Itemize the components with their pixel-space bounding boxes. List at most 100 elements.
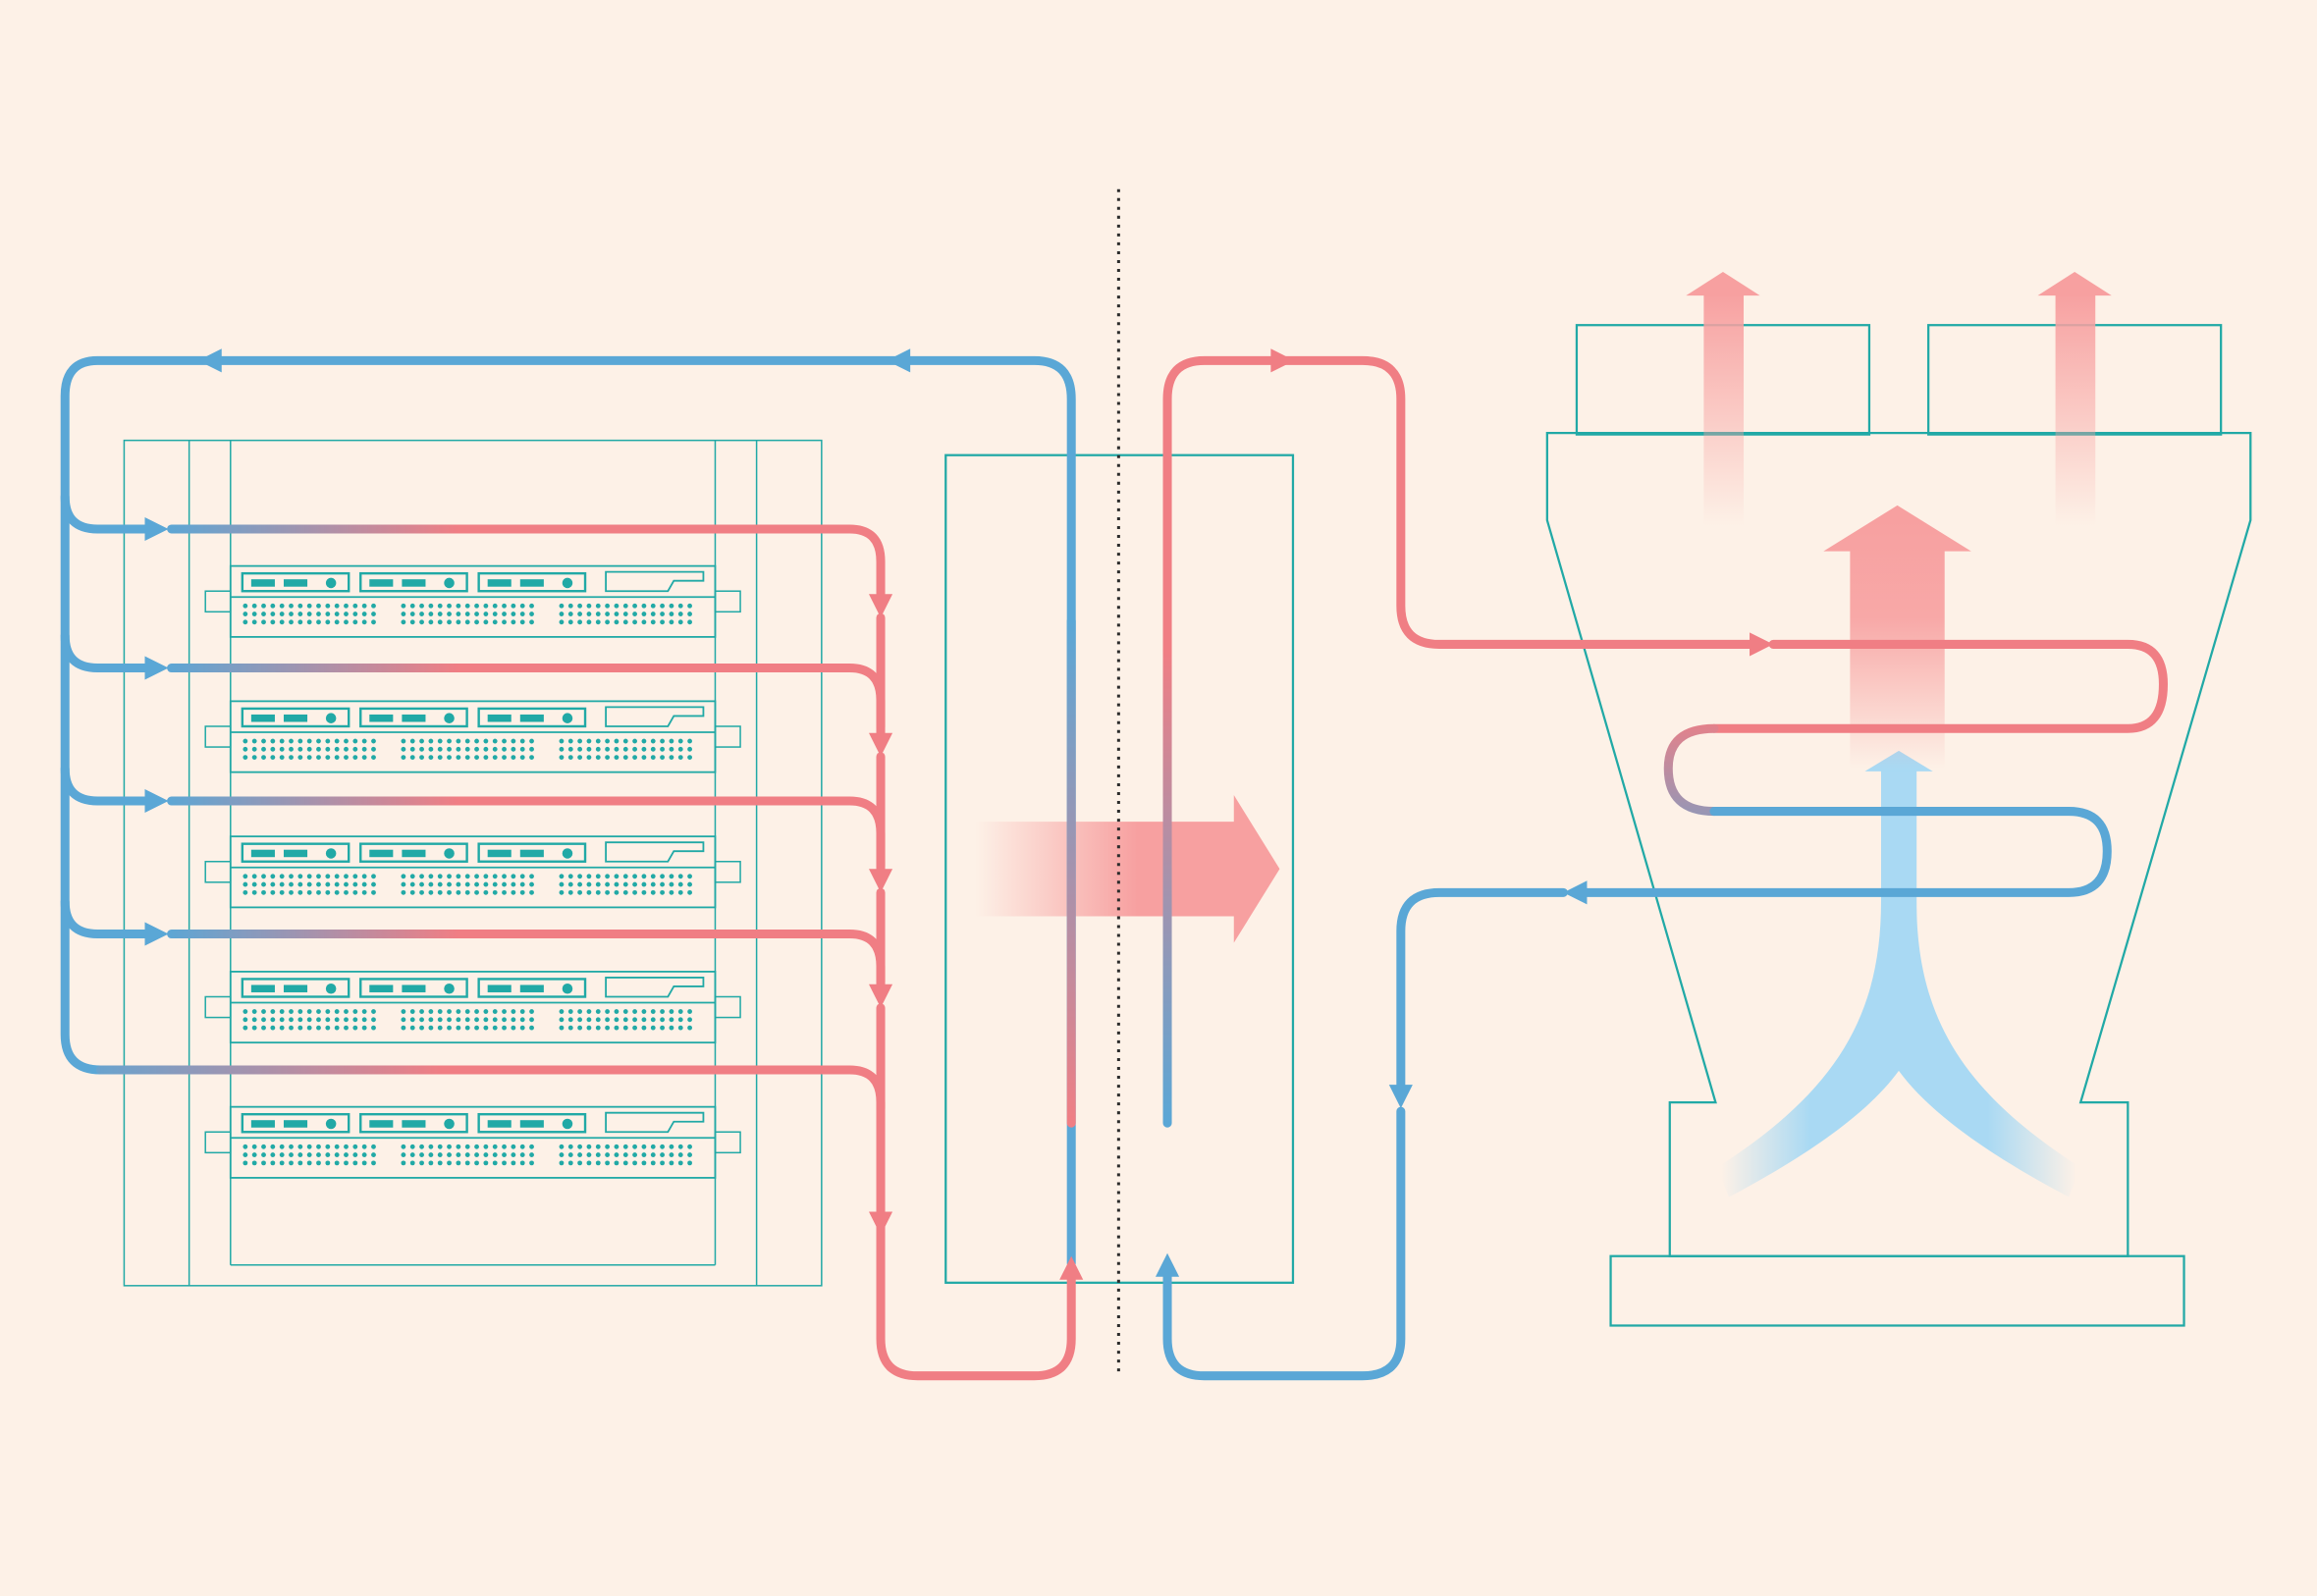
vent-hole — [428, 1160, 434, 1166]
vent-hole — [595, 746, 601, 752]
drive-led — [402, 579, 426, 587]
vent-hole — [316, 881, 321, 887]
vent-hole — [437, 1017, 443, 1023]
vent-hole — [511, 738, 516, 744]
vent-hole — [669, 612, 674, 616]
vent-hole — [344, 1017, 349, 1023]
vent-hole — [371, 1017, 376, 1023]
vent-hole — [474, 738, 479, 744]
rack-ear — [204, 995, 232, 1019]
vent-hole — [577, 1160, 583, 1166]
vent-hole — [577, 1025, 583, 1031]
vent-hole — [251, 1144, 257, 1149]
vent-hole — [437, 603, 443, 609]
vent-hole — [361, 1009, 367, 1014]
vent-hole — [586, 746, 592, 752]
vent-hole — [371, 603, 376, 609]
flow-arrowhead — [1270, 348, 1295, 373]
vent-hole — [371, 1160, 376, 1166]
vent-hole — [456, 1144, 461, 1149]
vent-hole — [559, 1160, 565, 1166]
vent-hole — [687, 738, 692, 744]
vent-hole — [660, 874, 665, 879]
drive-indicator — [325, 713, 337, 723]
vent-hole — [529, 755, 534, 761]
vent-hole — [334, 1152, 340, 1158]
vent-hole — [361, 746, 367, 752]
vent-hole — [529, 1144, 534, 1149]
vent-hole — [401, 1009, 406, 1014]
vent-hole — [650, 755, 656, 761]
vent-hole — [289, 746, 294, 752]
fan-exhaust-arrowhead — [2037, 272, 2112, 296]
vent-hole — [456, 1009, 461, 1014]
vent-hole — [251, 1025, 257, 1031]
vent-hole — [325, 746, 331, 752]
vent-hole — [325, 619, 331, 625]
vent-hole — [306, 612, 312, 616]
vent-hole — [306, 889, 312, 895]
vent-hole — [325, 603, 331, 609]
vent-hole — [242, 1160, 248, 1166]
vent-hole — [641, 738, 647, 744]
vent-hole — [409, 1144, 415, 1149]
flow-arrowhead — [144, 922, 169, 946]
vent-hole — [502, 603, 507, 609]
rack-ear — [714, 590, 741, 613]
drive-led — [402, 849, 426, 858]
vent-hole — [361, 1017, 367, 1023]
vent-hole — [279, 746, 285, 752]
vent-hole — [660, 1025, 665, 1031]
vent-hole — [677, 746, 683, 752]
rack-ear — [714, 1131, 741, 1154]
vent-hole — [306, 755, 312, 761]
vent-hole — [251, 755, 257, 761]
vent-hole — [567, 603, 573, 609]
vent-hole — [297, 881, 303, 887]
vent-hole — [577, 746, 583, 752]
drive-indicator — [444, 1118, 455, 1130]
vent-hole — [502, 1160, 507, 1166]
vent-hole — [251, 1017, 257, 1023]
vent-hole — [464, 1144, 470, 1149]
vent-hole — [669, 1017, 674, 1023]
vent-hole — [456, 1017, 461, 1023]
vent-hole — [316, 874, 321, 879]
vent-hole — [660, 1009, 665, 1014]
vent-hole — [650, 1025, 656, 1031]
vent-hole — [677, 1152, 683, 1158]
vent-hole — [660, 746, 665, 752]
vent-hole — [650, 1017, 656, 1023]
drive-led — [369, 1120, 394, 1128]
control-panel — [605, 977, 705, 998]
vent-hole — [261, 603, 266, 609]
vent-hole — [660, 738, 665, 744]
vent-hole — [559, 889, 565, 895]
vent-hole — [334, 1160, 340, 1166]
vent-hole — [344, 603, 349, 609]
vent-hole — [242, 612, 248, 616]
vent-hole — [511, 746, 516, 752]
flow-arrowhead — [869, 984, 893, 1008]
vent-hole — [316, 619, 321, 625]
vent-hole — [650, 1152, 656, 1158]
vent-hole — [605, 881, 611, 887]
vent-hole — [270, 755, 276, 761]
drive-led — [283, 849, 308, 858]
vent-hole — [677, 874, 683, 879]
vent-hole — [409, 755, 415, 761]
vent-hole — [409, 1160, 415, 1166]
vent-hole — [316, 1025, 321, 1031]
vent-hole — [409, 1009, 415, 1014]
drive-led — [369, 984, 394, 992]
drive-bay — [241, 842, 350, 863]
vent-hole — [632, 1009, 637, 1014]
vent-hole — [567, 1009, 573, 1014]
server-unit — [204, 835, 741, 909]
vent-hole — [334, 1144, 340, 1149]
vent-hole — [437, 755, 443, 761]
vent-hole — [605, 874, 611, 879]
vent-hole — [464, 874, 470, 879]
drive-bay — [241, 1112, 350, 1134]
vent-hole — [279, 1025, 285, 1031]
